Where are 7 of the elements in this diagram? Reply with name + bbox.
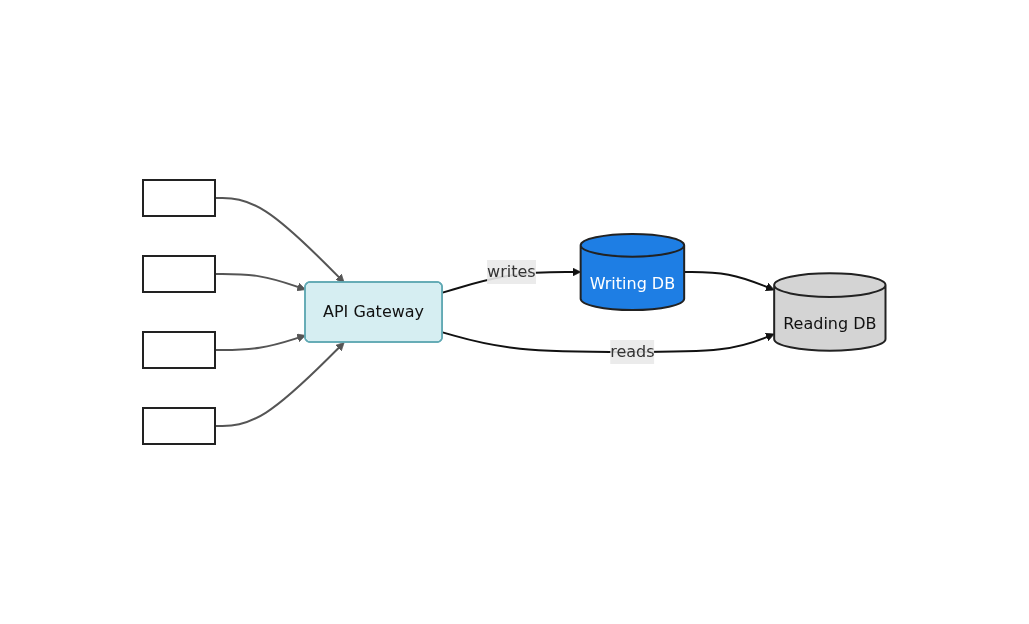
node-box: [142, 407, 217, 445]
arrow: [683, 271, 775, 292]
node-box: [142, 331, 217, 369]
node-box: [142, 255, 217, 293]
node-box: [142, 179, 217, 217]
edge-label: writes: [487, 262, 536, 282]
edge-label: reads: [610, 341, 655, 361]
